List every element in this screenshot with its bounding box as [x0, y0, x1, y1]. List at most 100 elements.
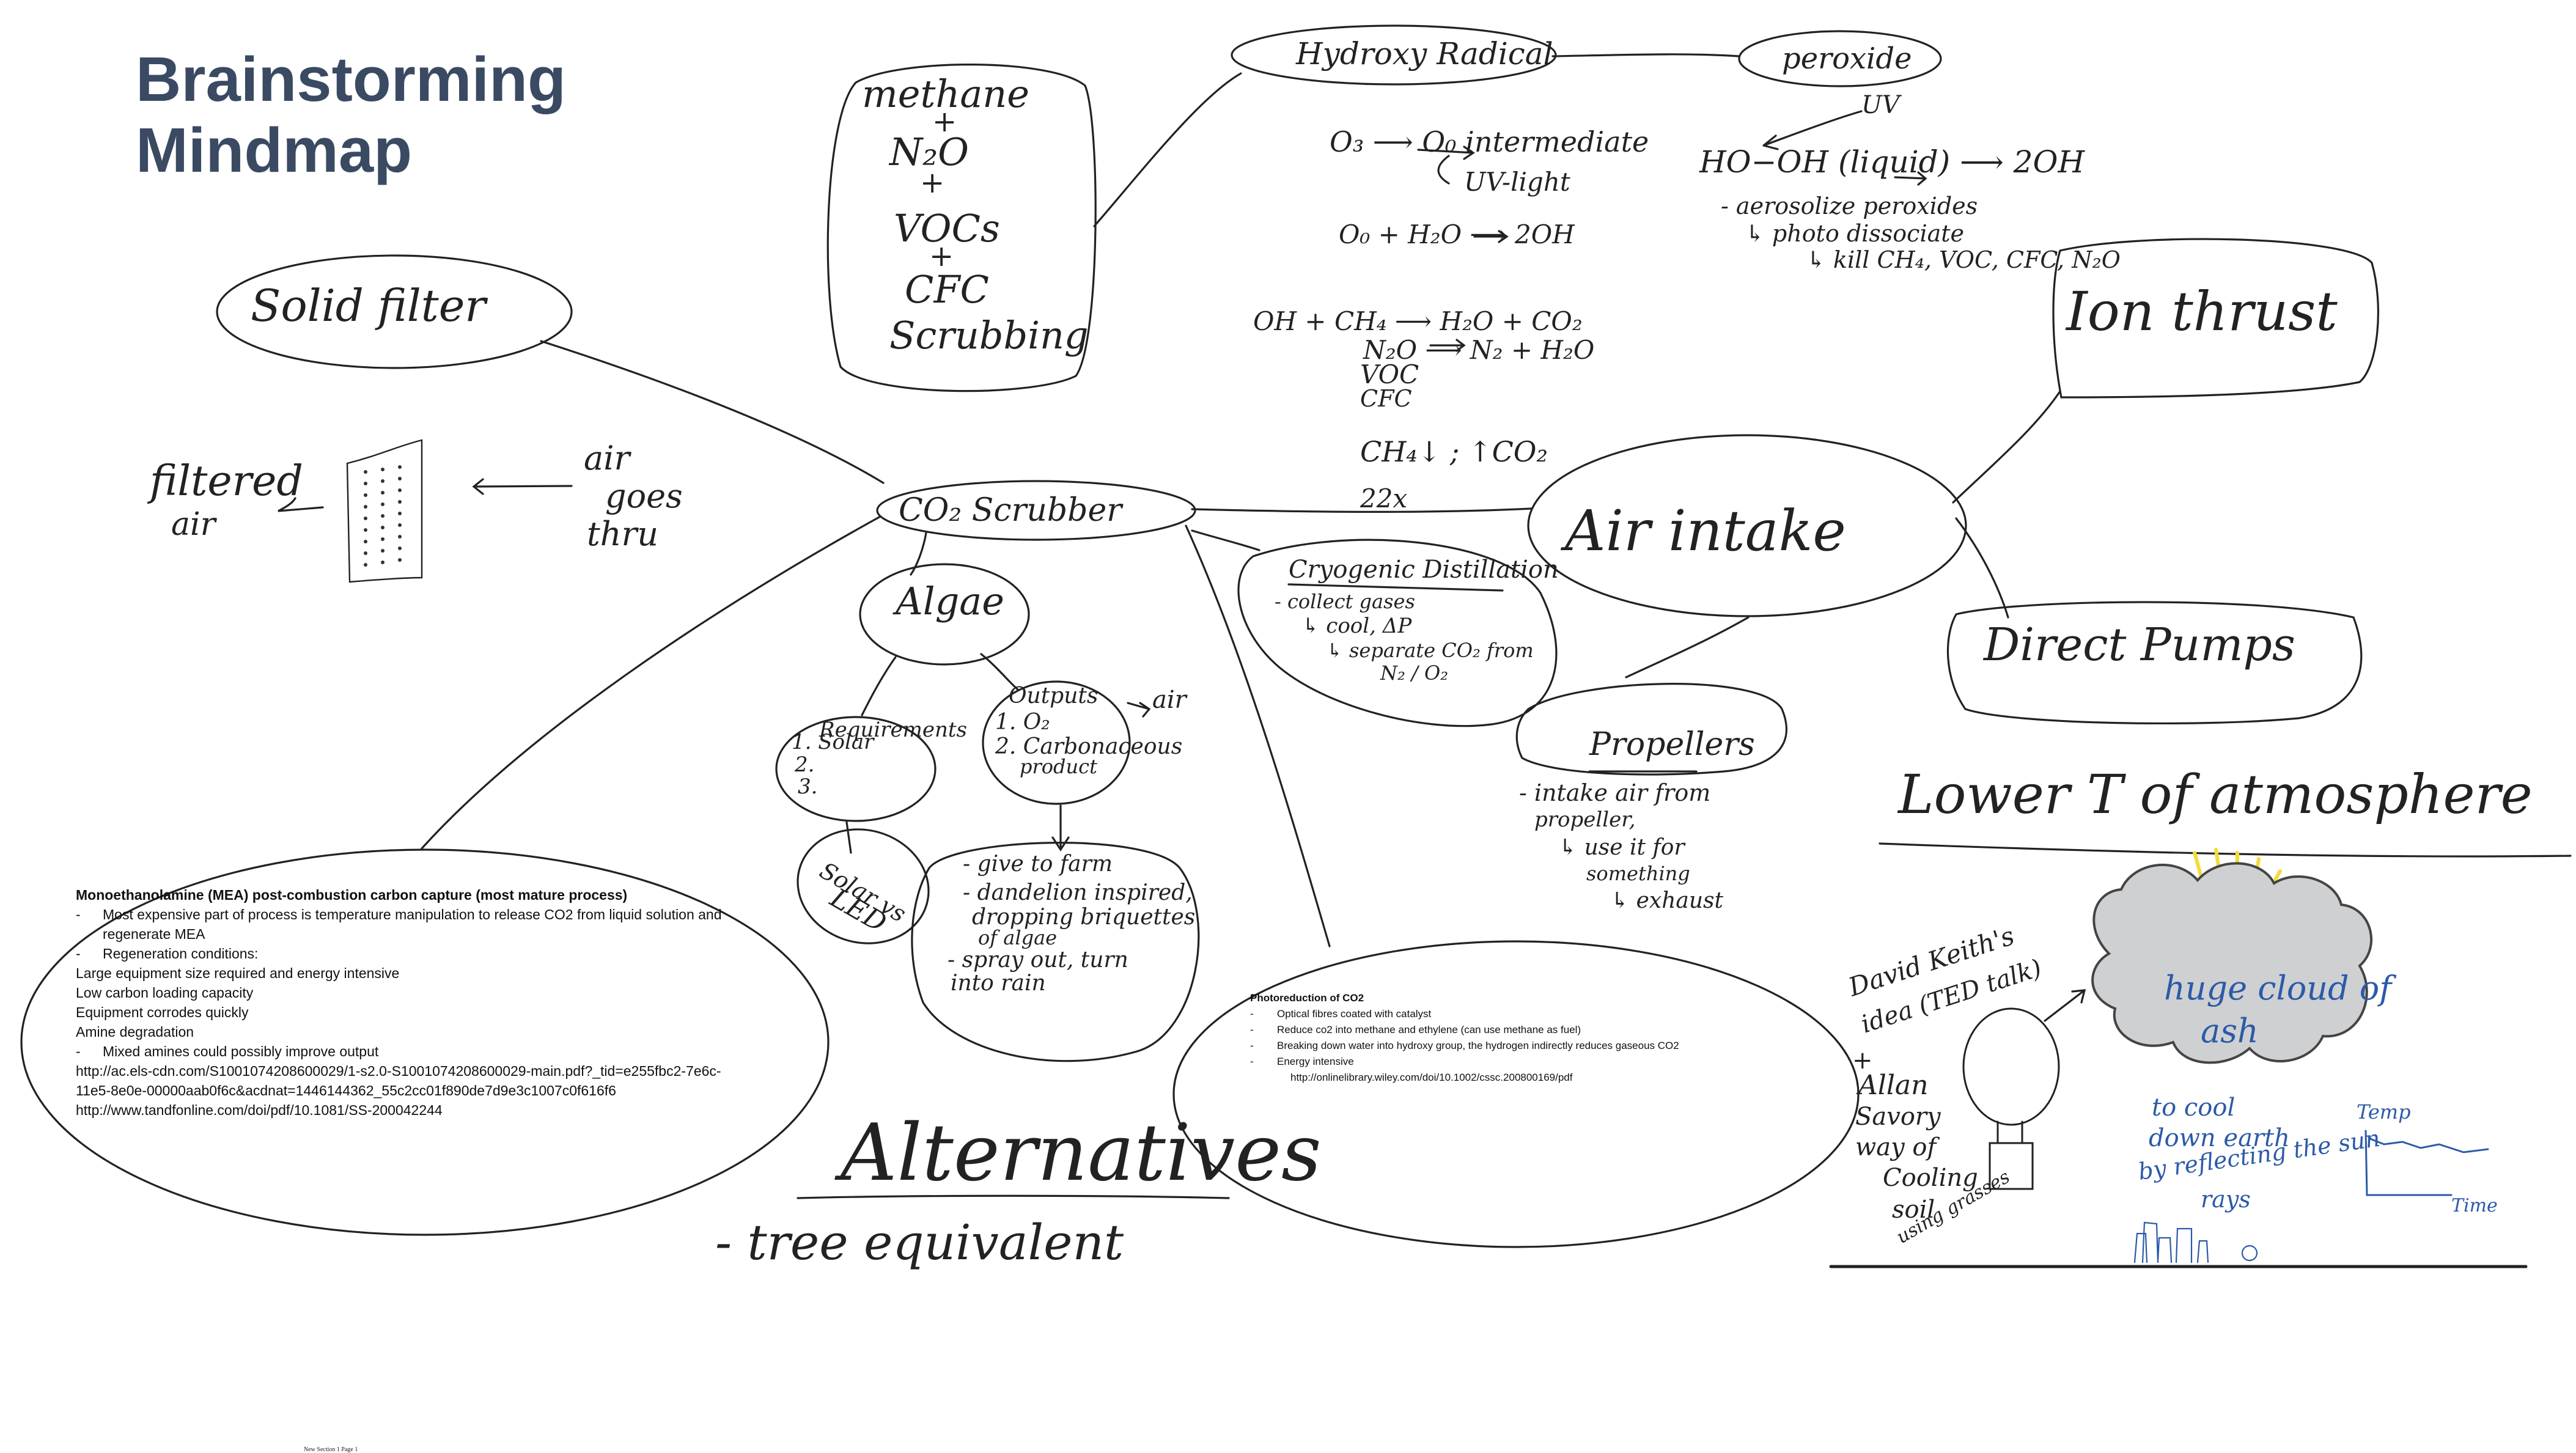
node-photo-box[interactable]: [1172, 940, 1860, 1248]
ash-cloud: [2091, 862, 2373, 1064]
outputs-title: Outputs: [1009, 683, 1098, 708]
connector-scrubber-algae: [910, 532, 927, 576]
connector-filter-arrow: [472, 478, 573, 495]
node-air-intake-label: Air intake: [1560, 498, 1846, 564]
photo-item-dash: -: [1250, 1040, 1254, 1051]
connector-methane-hydroxy: [1093, 72, 1242, 227]
temp-chart: [2364, 1130, 2489, 1196]
photo-item-text: Optical fibres coated with catalyst: [1277, 1008, 1432, 1020]
lower-t-underline: [1879, 842, 2572, 858]
chem-hooh: HO−OH (liquid) ⟶ 2OH: [1699, 144, 2085, 180]
connector-algae-requirements: [861, 656, 897, 716]
air-goes-thru-line2: goes: [605, 477, 683, 515]
photo-link[interactable]: http://onlinelibrary.wiley.com/doi/10.10…: [1290, 1072, 1573, 1083]
connector-airintake-ion: [1952, 390, 2061, 504]
lower-t-heading: Lower T of atmosphere: [1897, 763, 2533, 826]
filter-dot: [381, 537, 385, 541]
algae-use-2: dropping briquettes: [972, 905, 1195, 930]
mea-item-text: Most expensive part of process is temper…: [103, 907, 722, 942]
filter-dot: [364, 505, 367, 509]
filter-dot: [364, 493, 367, 497]
connector-airintake-propellers: [1625, 616, 1750, 679]
propellers-line-0: - intake air from: [1519, 779, 1710, 806]
filter-dot: [364, 517, 367, 520]
cryogenic-line-0: - collect gases: [1275, 590, 1415, 613]
page-title-line1: Brainstorming: [136, 44, 566, 114]
connector-airintake-direct: [1955, 517, 2009, 619]
mea-item-text: Mixed amines could possibly improve outp…: [103, 1043, 379, 1059]
node-ion-thrust[interactable]: [2052, 238, 2379, 399]
filtered-air-line2: air: [171, 506, 218, 543]
node-algae-uses[interactable]: [911, 842, 1200, 1062]
sketch-note-5: way of: [1855, 1133, 1940, 1161]
photo-item: - Energy intensive: [1250, 1054, 1800, 1070]
sketch-note-7: soil: [1892, 1196, 1935, 1224]
node-requirements[interactable]: [775, 716, 937, 822]
mea-sub-item: Amine degradation: [76, 1024, 194, 1040]
connector-scrubber-airintake: [1191, 507, 1533, 513]
node-algae-label: Algae: [892, 579, 1004, 624]
photoreduction-textbox[interactable]: Photoreduction of CO2 - Optical fibres c…: [1250, 990, 1800, 1086]
node-algae[interactable]: [859, 563, 1030, 666]
node-methane-box[interactable]: [826, 64, 1097, 392]
methane-line-7: Scrubbing: [889, 313, 1089, 358]
filter-dot: [364, 482, 367, 485]
node-mea-box[interactable]: [20, 848, 830, 1236]
requirements-1: 1. Solar: [792, 730, 875, 754]
alternatives-underline: [797, 1194, 1230, 1199]
photo-item: - Optical fibres coated with catalyst: [1250, 1006, 1800, 1022]
propellers-title: Propellers: [1589, 726, 1755, 763]
filtered-air-line1: filtered: [147, 457, 303, 506]
time-label: Time: [2451, 1195, 2498, 1216]
photo-item-dash: -: [1250, 1008, 1254, 1020]
alternatives-heading: Alternatives: [834, 1108, 1322, 1199]
mea-link[interactable]: http://www.tandfonline.com/doi/pdf/10.10…: [76, 1102, 443, 1118]
sketch-note-6: Cooling: [1883, 1164, 1978, 1192]
filter-dot: [364, 470, 367, 474]
chem-peroxide-note-2: ↳ kill CH₄, VOC, CFC, N₂O: [1806, 246, 2121, 273]
cryogenic-line-1: ↳ cool, ΔP: [1302, 614, 1412, 638]
node-cryogenic[interactable]: [1237, 539, 1558, 727]
node-co2-scrubber-label: CO₂ Scrubber: [899, 492, 1124, 529]
tree-equivalent: - tree equivalent: [715, 1214, 1124, 1271]
filter-dot: [381, 502, 385, 506]
photo-item: - Reduce co2 into methane and ethylene (…: [1250, 1022, 1800, 1038]
mea-link[interactable]: http://ac.els-cdn.com/S1001074208600029/…: [76, 1063, 721, 1098]
connector-filtered-arrow: [278, 497, 324, 512]
node-solid-filter[interactable]: [216, 254, 573, 369]
mea-sub-item: Low carbon loading capacity: [76, 985, 254, 1001]
cryogenic-underline: [1287, 583, 1504, 592]
sketch-note-2: +: [1852, 1047, 1873, 1075]
node-solid-filter-label: Solid filter: [251, 280, 488, 331]
mea-item-dash: -: [76, 946, 81, 962]
cool-down-0: to cool: [2152, 1094, 2235, 1122]
requirements-title: Requirements: [819, 718, 967, 742]
filter-dot: [381, 526, 385, 529]
node-direct-pumps[interactable]: [1946, 601, 2363, 725]
chem-oh-2: VOC: [1360, 359, 1419, 389]
filter-dot: [381, 479, 385, 483]
node-solar-led[interactable]: [785, 815, 941, 958]
chem-oh-1: N₂O ⟶ N₂ + H₂O: [1363, 335, 1594, 365]
mea-textbox[interactable]: Monoethanolamine (MEA) post-combustion c…: [76, 885, 724, 1120]
connector-scrubber-cryo: [1191, 529, 1260, 551]
node-air-intake[interactable]: [1527, 434, 1967, 617]
node-outputs[interactable]: [982, 680, 1131, 805]
node-peroxide[interactable]: [1738, 30, 1942, 87]
node-hydroxy-radical[interactable]: [1231, 24, 1557, 86]
methane-line-5: +: [929, 239, 954, 273]
cool-down-3: rays: [2201, 1186, 2251, 1213]
propellers-line-2: ↳ use it for: [1559, 835, 1685, 860]
node-co2-scrubber[interactable]: [876, 480, 1196, 541]
mea-item: - Most expensive part of process is temp…: [76, 905, 724, 944]
methane-line-2: N₂O: [888, 130, 969, 174]
outputs-1: 1. O₂: [995, 710, 1050, 735]
connector-scrubber-photo: [1185, 524, 1331, 947]
algae-use-1: - dandelion inspired,: [963, 880, 1193, 905]
filter-dot: [364, 563, 367, 567]
mea-item-dash: -: [76, 1043, 81, 1059]
chem-peroxide-uv: UV: [1861, 91, 1902, 119]
filter-dot: [398, 535, 402, 539]
node-propellers[interactable]: [1515, 683, 1787, 776]
